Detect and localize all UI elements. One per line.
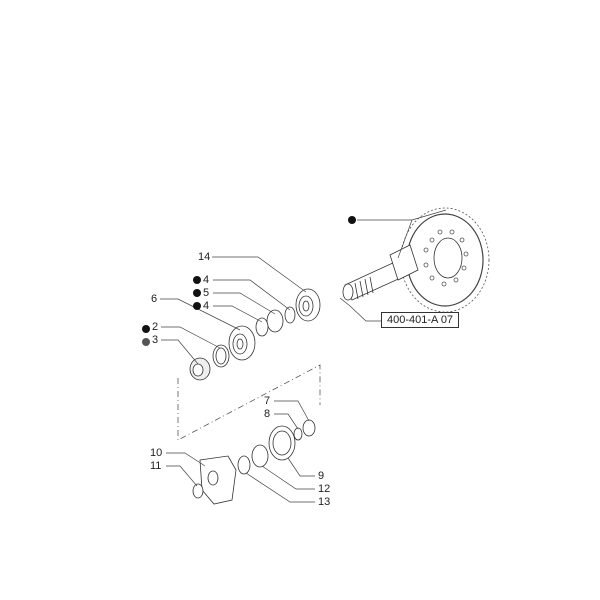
flange-10 xyxy=(199,455,237,505)
shim-4b xyxy=(255,317,269,337)
callout-4a: 4 xyxy=(203,274,210,286)
callout-8: 8 xyxy=(264,408,271,420)
callout-dot-2 xyxy=(142,325,150,333)
callout-11: 11 xyxy=(150,460,162,472)
callout-4b: 4 xyxy=(203,300,210,312)
callout-6: 6 xyxy=(151,293,158,305)
ring-11 xyxy=(192,483,204,499)
ring-8 xyxy=(293,427,303,441)
callout-7: 7 xyxy=(264,395,271,407)
callout-dot-5 xyxy=(193,289,201,297)
oring-13 xyxy=(237,455,251,475)
shim-4a xyxy=(284,306,296,324)
callout-14: 14 xyxy=(198,251,211,263)
ring-7 xyxy=(302,419,316,437)
callout-13: 13 xyxy=(318,496,331,508)
callout-9: 9 xyxy=(318,470,325,482)
bearing-14 xyxy=(295,288,321,322)
ring-gear xyxy=(400,207,490,313)
callout-10: 10 xyxy=(150,447,163,459)
housing-outline xyxy=(177,364,321,441)
callout-dot-4a xyxy=(193,276,201,284)
ring-12 xyxy=(251,444,269,468)
callout-dot-4b xyxy=(193,302,201,310)
spacer-5 xyxy=(266,309,284,333)
reference-code-box: 400-401-A 07 xyxy=(381,312,460,328)
callout-dot-gear-assembly xyxy=(348,216,356,224)
callout-12: 12 xyxy=(318,483,331,495)
callout-2: 2 xyxy=(152,321,159,333)
bearing-6 xyxy=(228,325,256,361)
nut-3 xyxy=(189,357,211,381)
leader-lines xyxy=(160,209,447,503)
callout-5: 5 xyxy=(203,287,210,299)
pinion-shaft xyxy=(342,244,419,301)
callout-3: 3 xyxy=(152,334,159,346)
callout-dot-3 xyxy=(142,338,150,346)
